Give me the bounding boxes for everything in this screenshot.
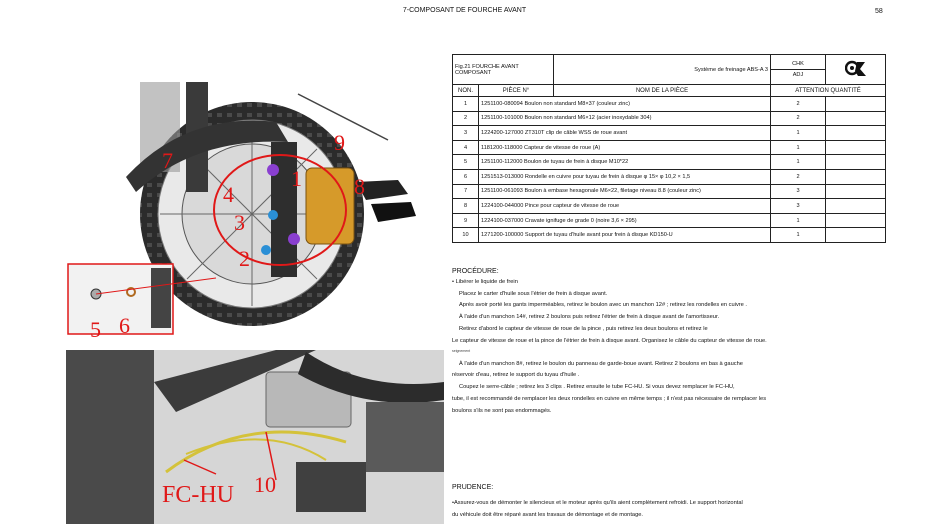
procedure-title: PROCÉDURE: — [452, 268, 499, 275]
prudence-section: PRUDENCE: •Assurez-vous de démonter le s… — [452, 484, 892, 524]
parts-table: Fig.21 FOURCHE AVANT COMPOSANT Système d… — [452, 54, 886, 243]
callout-fc-hu: FC-HU — [162, 482, 234, 508]
procedure-line: Après avoir porté les gants imperméables… — [459, 302, 747, 309]
procedure-line: réservoir d'eau, retirez le support du t… — [452, 372, 580, 379]
page-header-title: 7-COMPOSANT DE FOURCHE AVANT — [402, 7, 527, 14]
col-num: NON. — [452, 84, 479, 97]
procedure-line: Le capteur de vitesse de roue et la pinc… — [452, 337, 767, 344]
callout-4: 4 — [223, 182, 234, 207]
fork-illustration: 1 2 3 4 5 6 7 8 9 FC-HU 10 — [66, 82, 444, 524]
callout-8: 8 — [354, 174, 365, 199]
prudence-line: du véhicule doit être réparé avant les t… — [452, 512, 643, 518]
procedure-line: tube, il est recommandé de remplacer les… — [452, 395, 767, 402]
callout-6: 6 — [119, 313, 130, 338]
cable-tie-shape — [297, 93, 389, 141]
column-header-row: NON. PIÈCE N° NOM DE LA PIÈCE ATTENTION … — [452, 84, 886, 97]
callout-1: 1 — [291, 166, 302, 191]
procedure-line: boulons s'ils ne sont pas endommagés. — [452, 407, 552, 414]
procedure-line: À l'aide d'un manchon 14#, retirez 2 bou… — [459, 314, 720, 321]
callout-9: 9 — [334, 130, 345, 155]
adj-label: ADJ — [771, 69, 825, 78]
caliper-shape — [305, 167, 355, 245]
col-part: PIÈCE N° — [478, 84, 554, 97]
bolt-shape — [267, 164, 279, 176]
chk-adj-cell: CHK ADJ — [770, 54, 826, 85]
clip-shape — [356, 180, 408, 200]
callout-2: 2 — [239, 246, 250, 271]
page-number: 58 — [875, 8, 883, 15]
col-qty: ATTENTION QUANTITÉ — [770, 84, 886, 97]
brand-logo-icon — [844, 60, 866, 76]
table-header-row: Fig.21 FOURCHE AVANT COMPOSANT Système d… — [452, 54, 886, 85]
procedure-line: Retirez d'abord le capteur de vitesse de… — [459, 325, 708, 332]
callout-7: 7 — [162, 148, 173, 173]
fig-title: Fig.21 FOURCHE AVANT — [455, 63, 519, 70]
procedure-line: Placez le carter d'huile sous l'étrier d… — [459, 290, 608, 297]
fender-shape — [126, 120, 288, 192]
procedure-line: À l'aide d'un manchon 8#, retirez le bou… — [459, 360, 743, 367]
prudence-title: PRUDENCE: — [452, 484, 494, 491]
procedure-line: Coupez le serre-câble ; retirez les 3 cl… — [459, 384, 735, 391]
procedure-line: • Libérer le liquide de frein — [452, 279, 518, 285]
system-cell: Système de freinage ABS-A 3 — [553, 54, 771, 85]
callout-3: 3 — [234, 210, 245, 235]
callout-5: 5 — [90, 317, 101, 342]
logo-cell — [825, 54, 886, 85]
fig-subtitle: COMPOSANT — [455, 69, 492, 76]
prudence-line: •Assurez-vous de démonter le silencieux … — [452, 500, 743, 506]
procedure-line: seignement — [452, 349, 471, 354]
callout-10: 10 — [254, 472, 276, 497]
fig-title-cell: Fig.21 FOURCHE AVANT COMPOSANT — [452, 54, 554, 85]
highlight-ring — [213, 154, 347, 266]
col-name: NOM DE LA PIÈCE — [553, 84, 771, 97]
brake-hose-shape — [165, 430, 347, 474]
procedure-section: PROCÉDURE: • Libérer le liquide de frein… — [452, 268, 892, 420]
exploded-view-figure: 1 2 3 4 5 6 7 8 9 FC-HU 10 — [66, 82, 448, 524]
chk-label: CHK — [792, 61, 804, 67]
